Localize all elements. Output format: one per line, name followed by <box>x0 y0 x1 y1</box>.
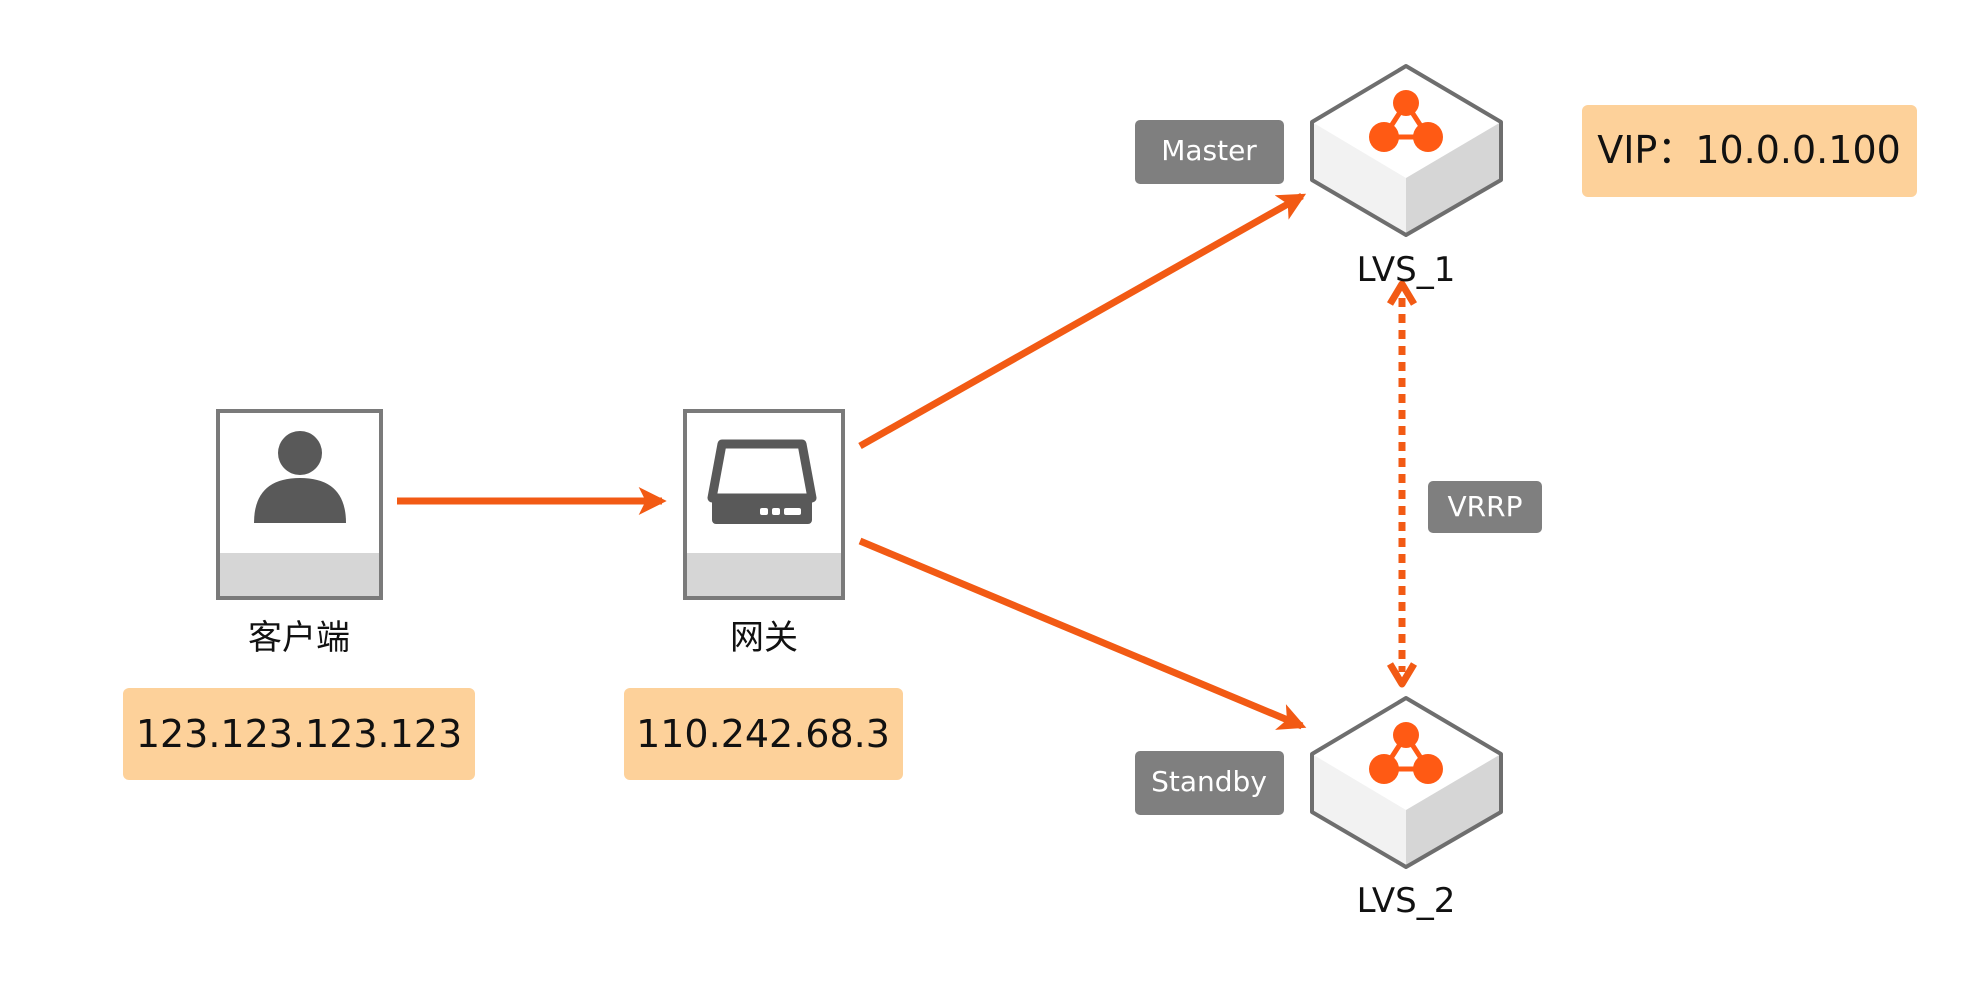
lvs2-label: LVS_2 <box>1357 881 1456 921</box>
vrrp-arrowhead-down <box>1386 662 1418 688</box>
vrrp-arrowhead-up <box>1386 280 1418 306</box>
lvs1-label: LVS_1 <box>1357 250 1456 290</box>
gateway-ip: 110.242.68.3 <box>636 712 890 756</box>
vrrp-tag: VRRP <box>1428 481 1542 533</box>
gateway-label: 网关 <box>730 618 798 658</box>
load-balancer-icon <box>1310 64 1503 237</box>
lvs1-node: LVS_1 <box>1310 64 1503 290</box>
master-tag-label: Master <box>1161 134 1257 167</box>
lvs2-node: LVS_2 <box>1310 696 1503 921</box>
client-label: 客户端 <box>248 618 350 658</box>
client-ip: 123.123.123.123 <box>136 712 462 756</box>
gateway-to-lvs1-arrow <box>858 192 1307 450</box>
client-ip-box: 123.123.123.123 <box>123 688 475 780</box>
gateway-to-lvs2-arrow <box>858 537 1307 730</box>
gateway-node: 网关 <box>683 409 845 658</box>
master-tag: Master <box>1135 120 1284 184</box>
standby-tag-label: Standby <box>1151 765 1267 798</box>
connectors <box>397 192 1418 730</box>
load-balancer-icon <box>1310 696 1503 869</box>
standby-tag: Standby <box>1135 751 1284 815</box>
gateway-device-icon <box>707 439 817 524</box>
client-node: 客户端 <box>216 409 383 658</box>
vip-box: VIP：10.0.0.100 <box>1582 105 1917 197</box>
gateway-ip-box: 110.242.68.3 <box>624 688 903 780</box>
vip-label: VIP：10.0.0.100 <box>1597 128 1901 172</box>
vrrp-tag-label: VRRP <box>1448 490 1523 523</box>
user-icon <box>254 431 346 523</box>
